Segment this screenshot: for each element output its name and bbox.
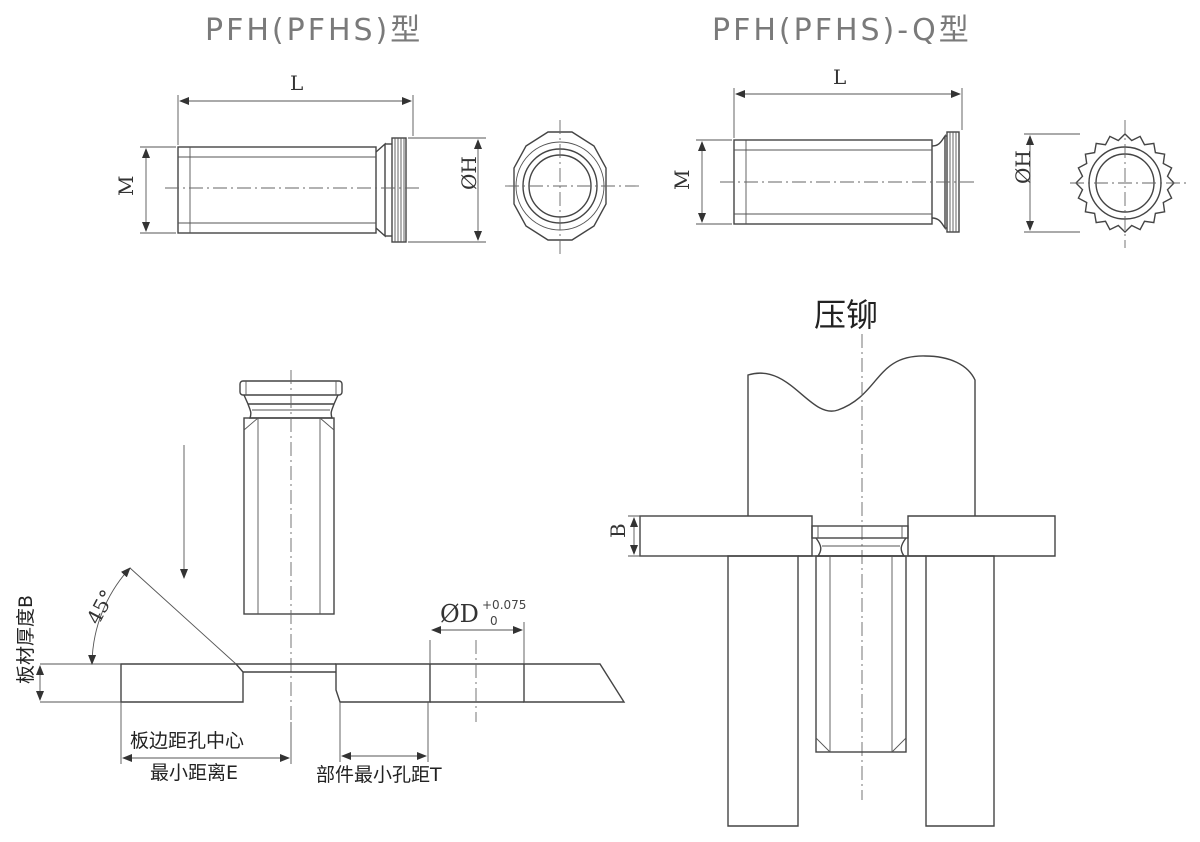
pfh-end-view (505, 120, 640, 256)
pfh-m-label: M (114, 176, 138, 196)
hole-spacing-dimension: 部件最小孔距T (316, 702, 442, 786)
pfh-q-end-view (1070, 120, 1190, 248)
pfh-h-dimension: ØH (408, 137, 486, 243)
title-pfh-q: PFH(PFHS)-Q型 (712, 13, 972, 48)
pfh-h-label: ØH (457, 156, 481, 190)
pressed-fastener (811, 525, 909, 753)
press-b-label: B (606, 523, 630, 538)
hole-diameter-dimension: ØD +0.075 0 (429, 598, 526, 664)
install-fastener (239, 370, 343, 720)
sheet-thickness-dimension: 板材厚度B (15, 595, 44, 701)
edge-distance-dimension: 板边距孔中心 最小距离E (120, 702, 292, 784)
pfh-m-dimension: M (114, 146, 176, 234)
press-sheet (639, 515, 1056, 557)
hole-spacing-label: 部件最小孔距T (316, 764, 442, 786)
press-punch (747, 334, 976, 800)
hole-d-label: ØD (440, 600, 479, 628)
pfh-q-h-label: ØH (1011, 150, 1035, 184)
hole-d-tol-upper: +0.075 (482, 598, 526, 612)
pfh-q-side-view (720, 131, 975, 233)
title-pfh: PFH(PFHS)型 (205, 13, 423, 48)
pfh-q-h-dimension: ØH (1011, 133, 1080, 233)
edge-distance-label-2: 最小距离E (150, 762, 238, 784)
pfh-length-dimension: L (177, 71, 414, 145)
edge-distance-label-1: 板边距孔中心 (130, 730, 244, 752)
pfh-l-label: L (290, 71, 303, 95)
press-label: 压铆 (814, 296, 878, 334)
sheet-metal-section (40, 640, 626, 722)
press-die (727, 555, 995, 827)
pfh-q-m-dimension: M (670, 139, 732, 225)
pfh-q-l-label: L (833, 65, 846, 89)
chamfer-angle-dimension: 45° (82, 567, 237, 665)
press-thickness-dimension: B (606, 515, 700, 557)
pfh-side-view (165, 137, 420, 243)
angle-label: 45° (82, 586, 120, 629)
pfh-q-m-label: M (670, 170, 694, 190)
pfh-q-length-dimension: L (733, 65, 963, 138)
hole-d-tol-lower: 0 (490, 614, 498, 628)
sheet-thickness-label: 板材厚度B (15, 595, 37, 684)
